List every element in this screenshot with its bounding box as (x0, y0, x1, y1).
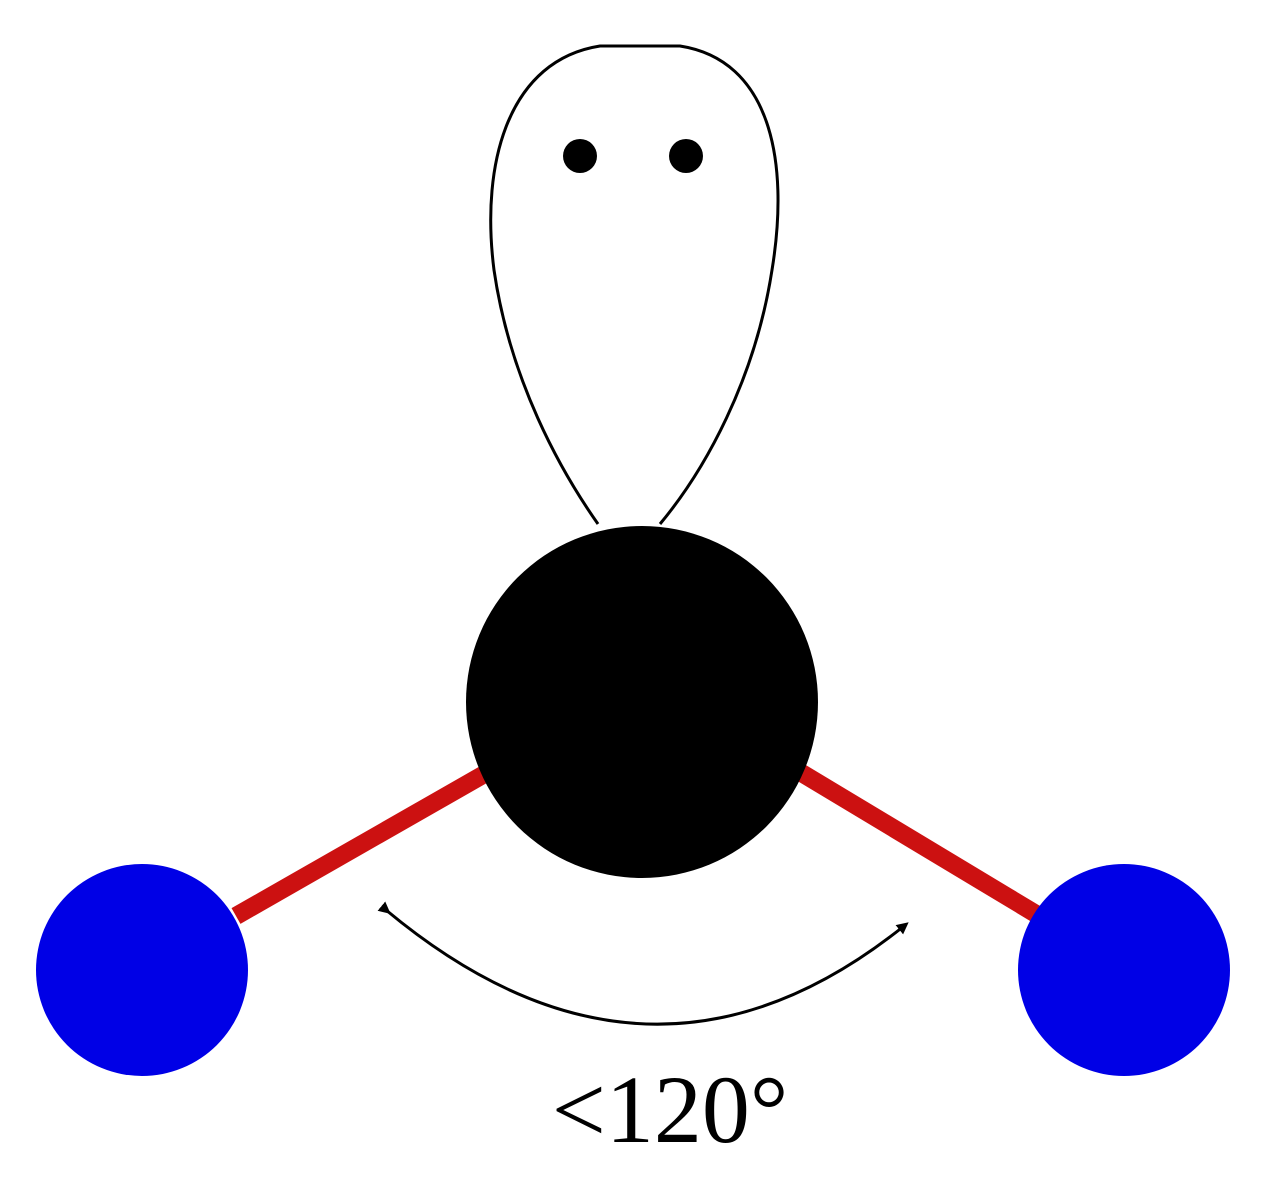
bond-right (775, 752, 1051, 928)
bond-angle-label: <120° (552, 1056, 789, 1163)
lone-pair-electron-right (669, 139, 703, 173)
substituent-atom-right (1018, 864, 1230, 1076)
bond-angle-arrow (377, 901, 909, 1026)
lone-pair-orbital (489, 44, 780, 525)
central-atom (466, 526, 818, 878)
lone-pair-electron-left (563, 139, 597, 173)
substituent-atom-left (36, 864, 248, 1076)
bond-left (231, 740, 535, 924)
